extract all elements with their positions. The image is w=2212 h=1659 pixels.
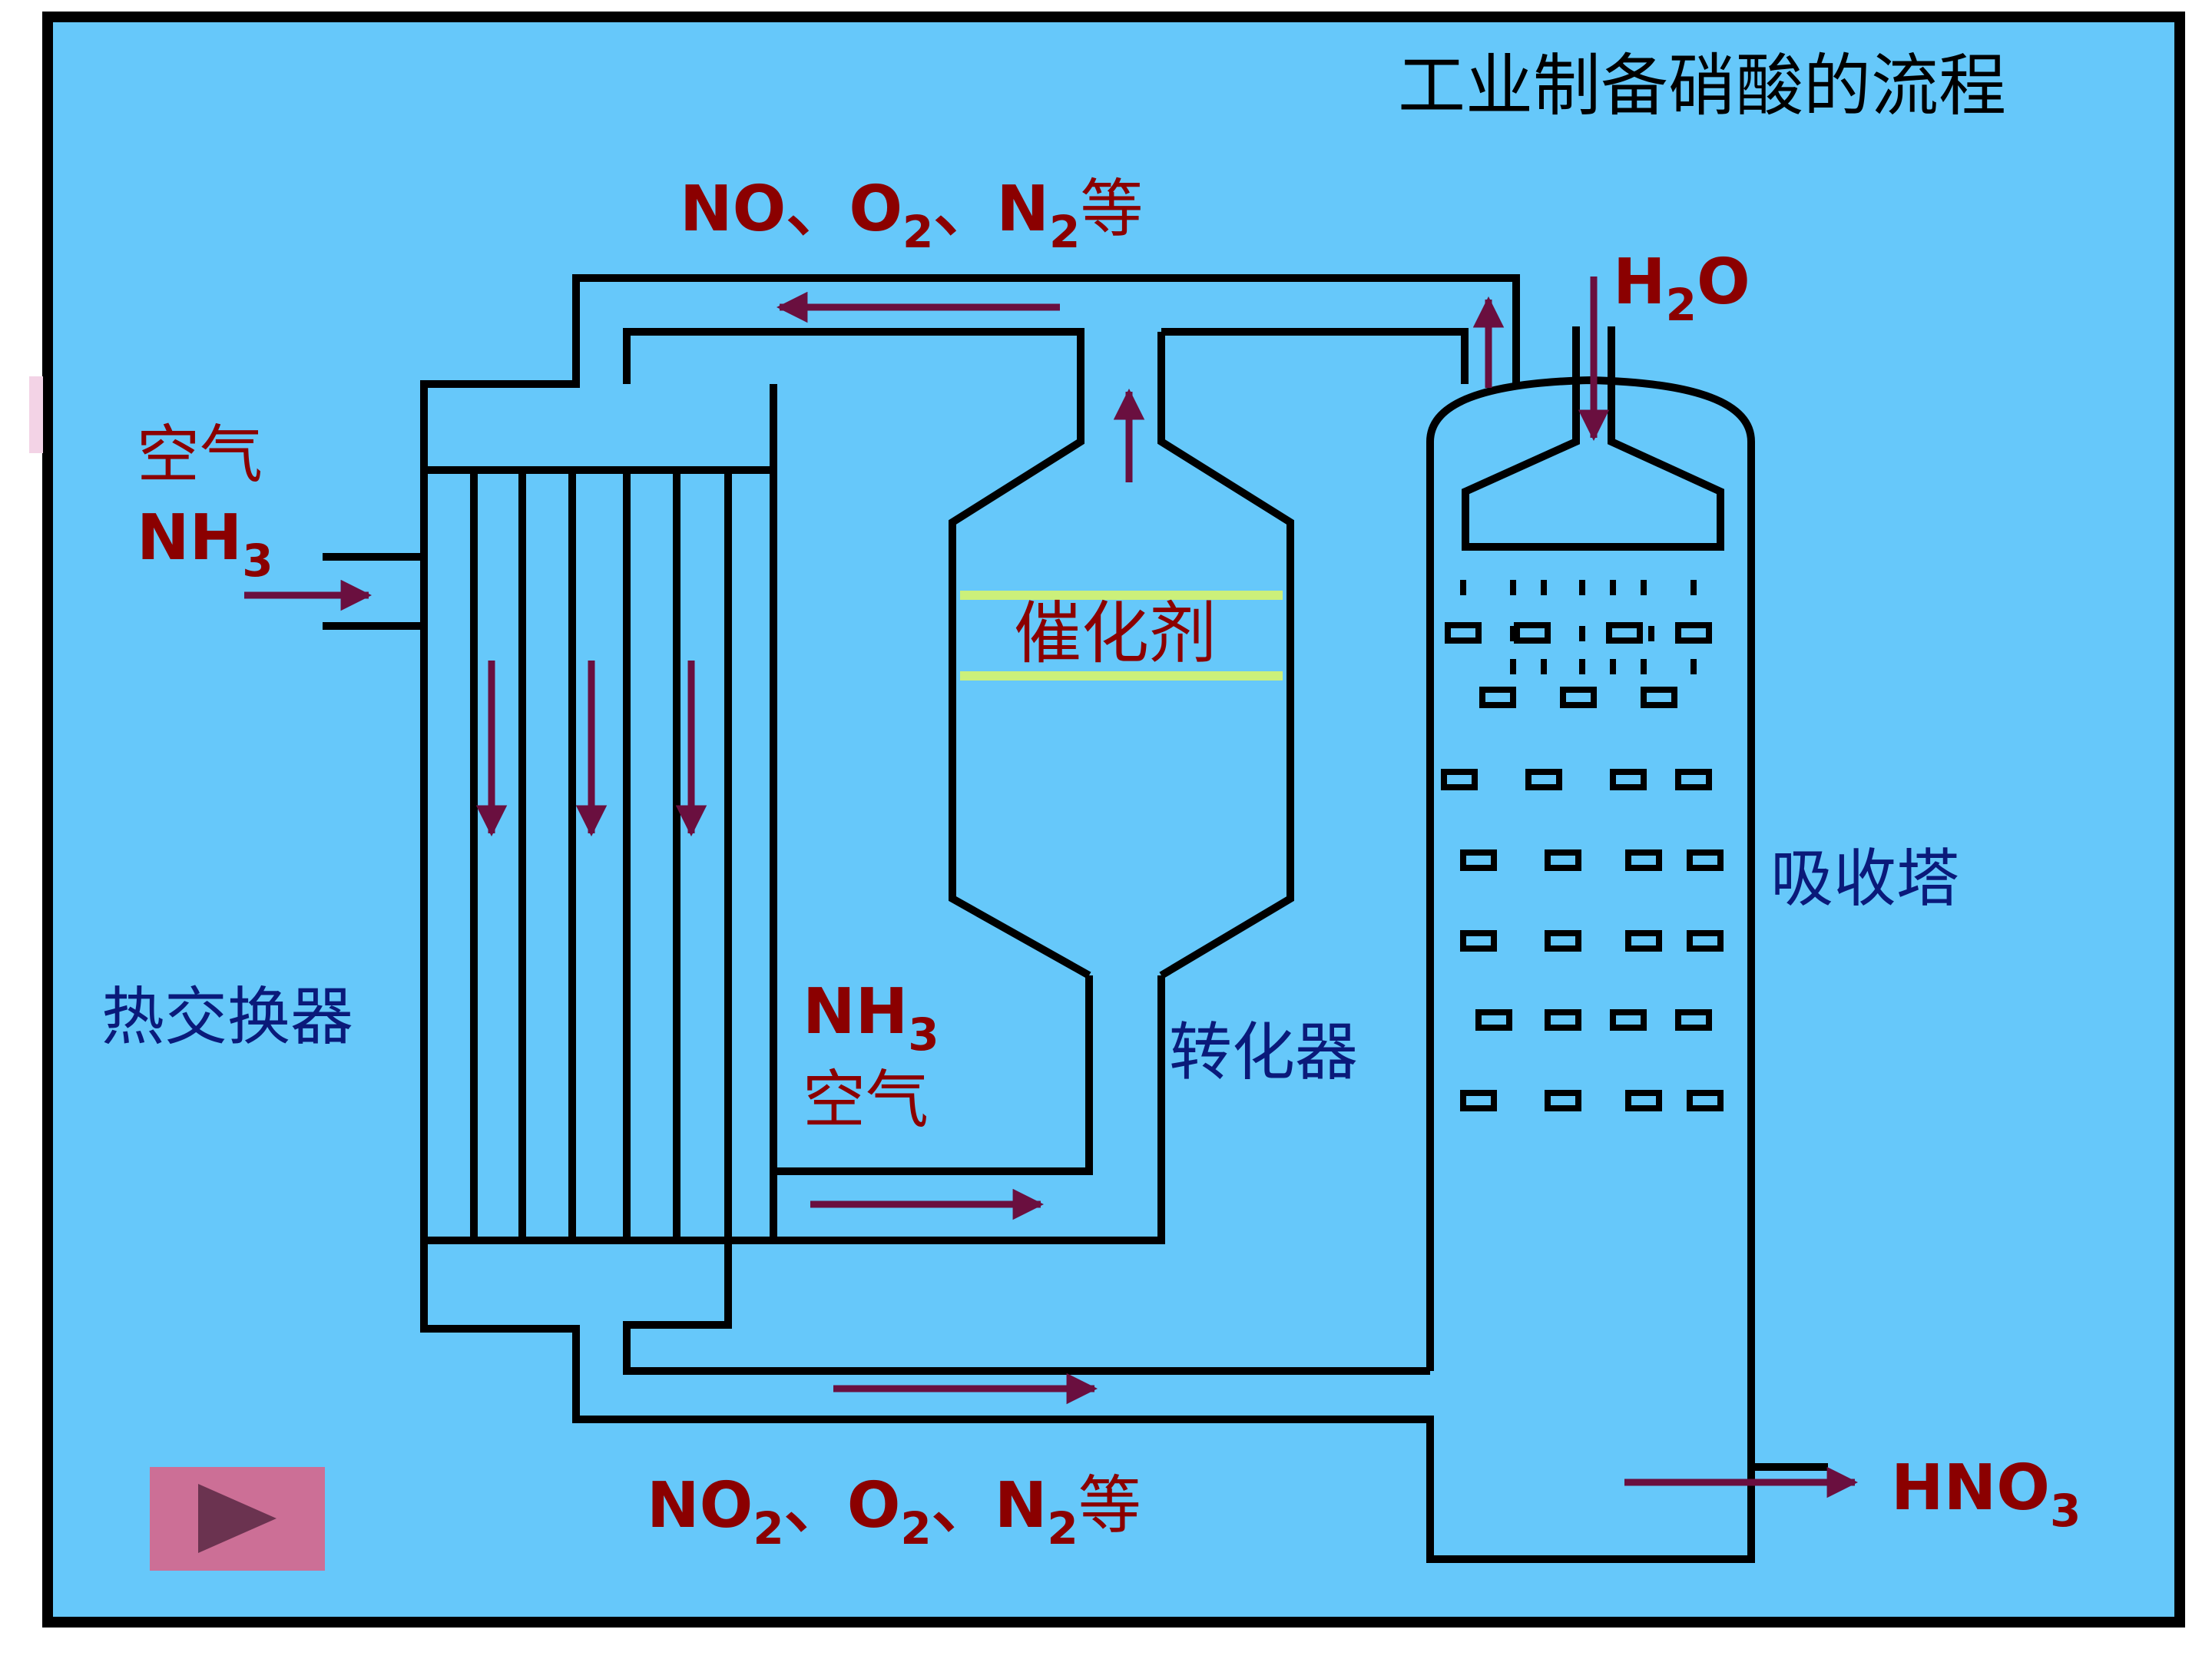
left-edge-artifact (29, 376, 43, 453)
tray-row-2 (1479, 687, 1677, 708)
tray-row-4 (1460, 849, 1724, 871)
tray-row-6 (1475, 1009, 1712, 1031)
tube-3 (623, 466, 680, 1244)
play-triangle-icon (198, 1484, 276, 1553)
tube-4 (724, 466, 777, 1244)
flow-arrows (244, 276, 1859, 1498)
converter-neck-right (1157, 332, 1294, 979)
label-converter: 转化器 (1169, 1016, 1358, 1089)
label-inlet-air: 空气 (137, 419, 263, 492)
tray-row-3 (1441, 769, 1712, 790)
label-bottom-gas: NO2、O2、N2等 (647, 1469, 1141, 1555)
tube-2 (518, 466, 576, 1244)
tray-row-7 (1460, 1090, 1724, 1111)
absorber-sprayer (1462, 326, 1724, 551)
diagram-title: 工业制备硝酸的流程 (1398, 46, 2006, 125)
pipework (323, 274, 1828, 1563)
label-water: H2O (1613, 246, 1750, 331)
label-heat-exchanger: 热交换器 (101, 981, 353, 1054)
label-absorber: 吸收塔 (1770, 843, 1959, 916)
label-mix-nh3: NH3 (803, 975, 939, 1061)
heat-exchanger-lower-header (623, 1240, 1430, 1375)
panel-background (42, 12, 2185, 1628)
tray-row-1 (1445, 622, 1712, 644)
play-button[interactable] (150, 1467, 325, 1571)
tray-row-5 (1460, 930, 1724, 952)
absorber-shell (1426, 376, 1755, 1467)
label-inlet-nh3: NH3 (137, 502, 273, 587)
label-product: HNO3 (1891, 1452, 2081, 1537)
absorber-trays (1441, 622, 1724, 1111)
heat-exchanger-return (773, 975, 1165, 1244)
tube-1 (420, 466, 478, 1244)
heat-exchanger-top-header (623, 328, 1084, 415)
label-mix-air: 空气 (803, 1064, 929, 1137)
converter-upper-right (1161, 328, 1469, 384)
converter-upper-left (949, 415, 1091, 979)
label-catalyst: 催化剂 (1014, 594, 1217, 673)
label-top-gas: NO、O2、N2等 (680, 173, 1143, 258)
absorber-drip-marks (1460, 580, 1697, 674)
